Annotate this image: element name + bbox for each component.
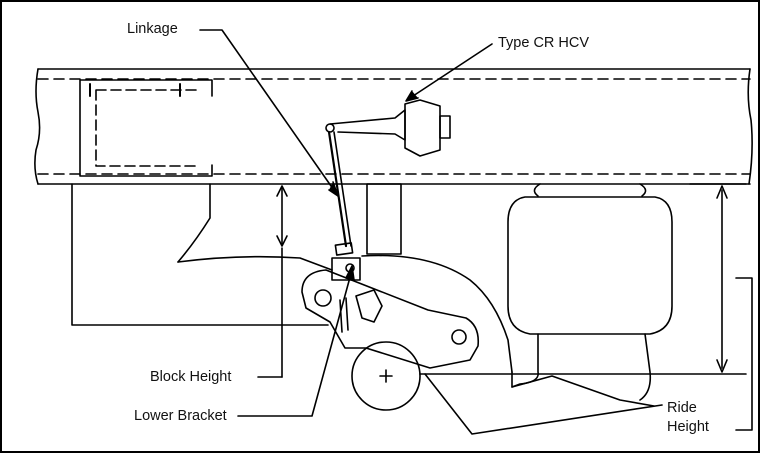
block-height-dimension	[257, 185, 288, 378]
c-channel	[79, 79, 213, 177]
frame-hanger	[71, 183, 333, 326]
linkage-label: Linkage	[127, 21, 178, 37]
ride-height-dimension	[419, 183, 753, 431]
ride-height-label: Ride Height	[667, 399, 709, 437]
leader-lines	[199, 29, 493, 417]
lower-beam	[424, 371, 663, 435]
trailing-arm	[301, 254, 513, 373]
ride-height-label-line1: Ride	[667, 400, 697, 416]
ride-height-label-line2: Height	[667, 419, 709, 435]
lower-bracket-label: Lower Bracket	[134, 408, 227, 424]
block-height-label: Block Height	[150, 369, 232, 385]
hcv-valve	[325, 99, 451, 157]
block	[366, 183, 402, 255]
linkage-rod	[327, 130, 361, 281]
axle	[351, 341, 421, 411]
air-spring	[507, 183, 673, 401]
hcv-label: Type CR HCV	[498, 35, 590, 51]
